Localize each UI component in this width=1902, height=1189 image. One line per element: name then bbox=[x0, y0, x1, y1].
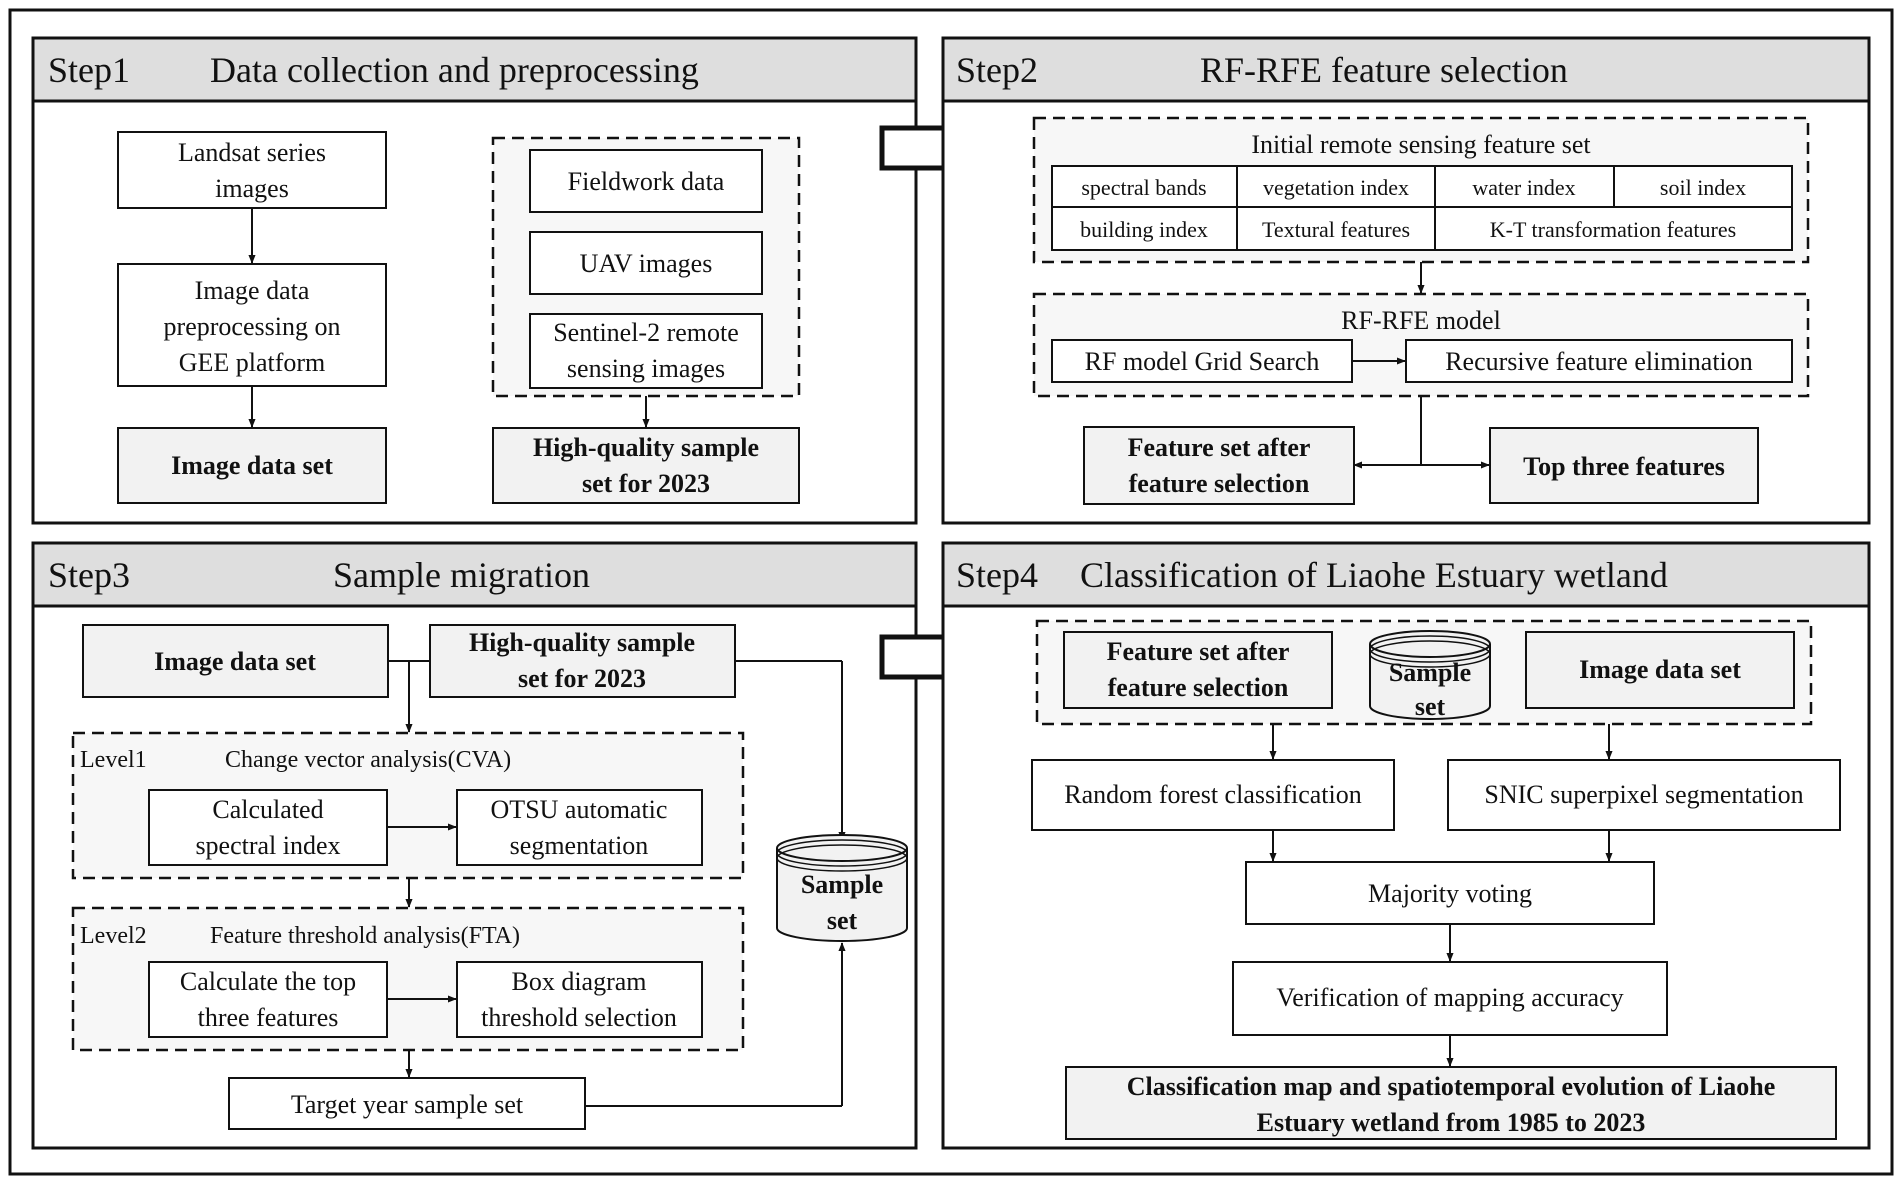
step4-sample-set-cylinder: Sample set bbox=[1369, 630, 1491, 721]
otsu-line2: segmentation bbox=[510, 831, 649, 860]
step3-sample-set-line2: set bbox=[827, 906, 858, 935]
sentinel-box bbox=[529, 313, 763, 389]
target-year-box bbox=[228, 1077, 586, 1130]
feature-textural: Textural features bbox=[1262, 217, 1410, 242]
level1-title: Change vector analysis(CVA) bbox=[225, 747, 511, 773]
landsat-line2: images bbox=[215, 174, 289, 203]
step2-title: Step2 bbox=[956, 50, 1038, 90]
landsat-line1: Landsat series bbox=[178, 138, 326, 167]
step1-header bbox=[31, 36, 918, 103]
step3-sample-set-cylinder: Sample set bbox=[776, 834, 908, 942]
step1-hq-sample-box bbox=[492, 427, 800, 504]
fieldwork-label: Fieldwork data bbox=[568, 167, 725, 196]
calc-spectral-line1: Calculated bbox=[212, 795, 323, 824]
step3-panel: Step3 Sample migration Image data set Hi… bbox=[31, 541, 918, 1150]
final-output-line1: Classification map and spatiotemporal ev… bbox=[1127, 1072, 1776, 1101]
feature-kt-transformation: K-T transformation features bbox=[1490, 217, 1736, 242]
rf-classification-box bbox=[1031, 759, 1395, 831]
preprocess-line3: GEE platform bbox=[179, 348, 326, 377]
snic-label: SNIC superpixel segmentation bbox=[1484, 780, 1803, 809]
fieldwork-box bbox=[529, 149, 763, 213]
snic-box bbox=[1447, 759, 1841, 831]
step1-hq-sample-line1: High-quality sample bbox=[533, 433, 759, 462]
feature-spectral-bands: spectral bands bbox=[1081, 175, 1206, 200]
step2-panel: Step2 RF-RFE feature selection Initial r… bbox=[941, 36, 1871, 525]
step2-feature-set-line2: feature selection bbox=[1129, 469, 1310, 498]
otsu-box bbox=[456, 789, 703, 866]
step1-image-dataset: Image data set bbox=[171, 451, 333, 480]
feature-building-index: building index bbox=[1080, 217, 1208, 242]
target-year-label: Target year sample set bbox=[291, 1090, 524, 1119]
step1-hq-sample-line2: set for 2023 bbox=[582, 469, 710, 498]
top-three-label: Top three features bbox=[1523, 452, 1725, 481]
step4-sample-set-line2: set bbox=[1415, 692, 1446, 721]
rfe-label: Recursive feature elimination bbox=[1445, 347, 1753, 376]
step4-image-dataset-box bbox=[1525, 631, 1795, 709]
step4-panel: Step4 Classification of Liaohe Estuary w… bbox=[941, 541, 1871, 1150]
final-output-line2: Estuary wetland from 1985 to 2023 bbox=[1257, 1108, 1646, 1137]
verification-box bbox=[1232, 961, 1668, 1036]
step2-feature-set-box bbox=[1083, 426, 1355, 505]
top-three-box bbox=[1489, 427, 1759, 504]
step2-header bbox=[941, 36, 1871, 103]
level1-label: Level1 bbox=[80, 747, 147, 773]
feature-soil-index: soil index bbox=[1660, 175, 1746, 200]
step4-feature-set-line2: feature selection bbox=[1108, 673, 1289, 702]
step2-heading: RF-RFE feature selection bbox=[1200, 50, 1568, 90]
step4-image-dataset: Image data set bbox=[1579, 655, 1741, 684]
final-output-box bbox=[1065, 1066, 1837, 1140]
initial-feature-title: Initial remote sensing feature set bbox=[1251, 130, 1591, 159]
box-diagram-line1: Box diagram bbox=[511, 967, 646, 996]
calc-top3-line1: Calculate the top bbox=[180, 967, 356, 996]
step3-header bbox=[31, 541, 918, 608]
step3-title: Step3 bbox=[48, 555, 130, 595]
calc-spectral-line2: spectral index bbox=[195, 831, 340, 860]
calc-top3-box bbox=[148, 961, 388, 1038]
step3-hq-sample-line1: High-quality sample bbox=[469, 628, 695, 657]
preprocess-line2: preprocessing on bbox=[164, 312, 341, 341]
rf-classification-label: Random forest classification bbox=[1064, 780, 1361, 809]
step4-sample-set-line1: Sample bbox=[1389, 658, 1471, 687]
step1-heading: Data collection and preprocessing bbox=[210, 50, 699, 90]
step1-panel: Step1 Data collection and preprocessing … bbox=[31, 36, 918, 525]
step4-title: Step4 bbox=[956, 555, 1038, 595]
step4-heading: Classification of Liaohe Estuary wetland bbox=[1080, 555, 1668, 595]
otsu-line1: OTSU automatic bbox=[491, 795, 668, 824]
sentinel-line2: sensing images bbox=[567, 354, 725, 383]
rfe-box bbox=[1405, 339, 1793, 383]
majority-box bbox=[1245, 861, 1655, 925]
step4-feature-set-box bbox=[1063, 631, 1333, 709]
rf-rfe-model-title: RF-RFE model bbox=[1341, 306, 1501, 335]
feature-vegetation-index: vegetation index bbox=[1263, 175, 1409, 200]
step3-heading: Sample migration bbox=[333, 555, 590, 595]
step1-title: Step1 bbox=[48, 50, 130, 90]
preprocess-line1: Image data bbox=[195, 276, 310, 305]
step3-sample-set-line1: Sample bbox=[801, 870, 883, 899]
verification-label: Verification of mapping accuracy bbox=[1276, 983, 1623, 1012]
level2-title: Feature threshold analysis(FTA) bbox=[210, 923, 520, 949]
uav-box bbox=[529, 231, 763, 295]
grid-search-label: RF model Grid Search bbox=[1085, 347, 1320, 376]
calc-spectral-box bbox=[148, 789, 388, 866]
step3-image-dataset-box bbox=[82, 624, 389, 698]
preprocess-box bbox=[117, 263, 387, 387]
grid-search-box bbox=[1051, 339, 1353, 383]
box-diagram-box bbox=[456, 961, 703, 1038]
step4-header bbox=[941, 541, 1871, 608]
uav-label: UAV images bbox=[580, 249, 713, 278]
landsat-box bbox=[117, 131, 387, 209]
step3-hq-sample-line2: set for 2023 bbox=[518, 664, 646, 693]
majority-label: Majority voting bbox=[1368, 879, 1532, 908]
sentinel-line1: Sentinel-2 remote bbox=[553, 318, 739, 347]
level2-label: Level2 bbox=[80, 923, 147, 949]
step4-feature-set-line1: Feature set after bbox=[1107, 637, 1290, 666]
step3-image-dataset: Image data set bbox=[154, 647, 316, 676]
step1-image-dataset-box bbox=[117, 427, 387, 504]
box-diagram-line2: threshold selection bbox=[481, 1003, 677, 1032]
feature-water-index: water index bbox=[1472, 175, 1575, 200]
step2-feature-set-line1: Feature set after bbox=[1128, 433, 1311, 462]
calc-top3-line2: three features bbox=[198, 1003, 339, 1032]
